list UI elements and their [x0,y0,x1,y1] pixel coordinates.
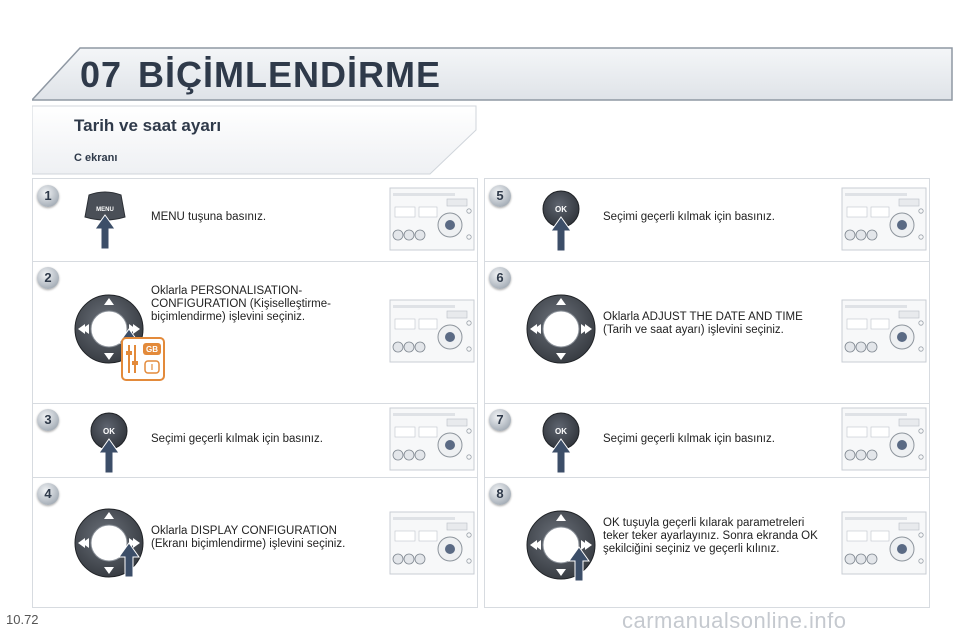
step-number-badge: 6 [489,267,511,289]
step-text: MENU tuşuna basınız. [151,211,267,223]
car-radio-icon [841,187,927,251]
step-text: Seçimi geçerli kılmak için basınız. [603,211,775,223]
step-5: 5 Seçimi geçerli kılmak için basınız. [485,179,929,262]
ok-button-icon [90,412,128,474]
step-number-badge: 1 [37,185,59,207]
car-radio-icon [389,511,475,575]
menu-key-label: MENU [96,207,114,213]
ok-key-label: OK [557,544,567,550]
car-radio-icon [389,187,475,251]
car-radio-icon [389,407,475,471]
equalizer-settings-icon: GB I [121,337,165,381]
chapter-title: BİÇİMLENDİRME [138,54,441,95]
menu-button-icon: MENU [84,191,126,250]
step-8: 8 OK OK tuşuyla geçerli kılarak parametr… [485,477,929,607]
step-7: 7 Seçimi geçerli kılmak için basınız. [485,403,929,478]
header-band [32,47,953,101]
step-text: Oklarla DISPLAY CONFIGURATION (Ekranı bi… [151,525,346,550]
step-1: 1 MENU MENU tuşuna basınız. [33,179,477,262]
step-number-badge: 3 [37,409,59,431]
direction-pad-icon: OK [526,510,596,582]
car-radio-icon [841,407,927,471]
eq-bottom-label: I [151,363,153,372]
step-6: 6 Oklarla ADJUST THE DATE AND TIME (Tari… [485,261,929,404]
ok-button-icon [542,190,580,252]
car-radio-icon [841,299,927,363]
subheader-panel [32,105,477,175]
chapter-number: 07 [80,54,123,95]
car-radio-icon [389,299,475,363]
step-number-badge: 2 [37,267,59,289]
step-text: OK tuşuyla geçerli kılarak parametreleri… [603,517,818,555]
watermark: carmanualsonline.info [622,608,847,633]
direction-pad-icon [74,508,144,578]
screen-label: C ekranı [74,152,118,164]
page-number: 10.72 [6,612,39,627]
step-text: Oklarla PERSONALISATION-CONFIGURATION (K… [151,285,331,323]
step-number-badge: 4 [37,483,59,505]
step-4: 4 Oklarla DISPLAY CONFIGURATION (Ekranı … [33,477,477,607]
ok-button-icon [542,412,580,474]
step-number-badge: 8 [489,483,511,505]
steps-column-right: 5 Seçimi geçerli kılmak için basınız. 6 … [484,178,930,608]
direction-pad-icon [526,294,596,364]
press-arrow-icon [568,546,590,582]
step-number-badge: 5 [489,185,511,207]
step-number-badge: 7 [489,409,511,431]
step-text: Seçimi geçerli kılmak için basınız. [603,433,775,445]
step-3: 3 Seçimi geçerli kılmak için basınız. [33,403,477,478]
step-2: 2 Oklarla PERSONALISATION-CONFIGURATION … [33,261,477,404]
steps-column-left: 1 MENU MENU tuşuna basınız. 2 Oklarla PE… [32,178,478,608]
step-text: Oklarla ADJUST THE DATE AND TIME (Tarih … [603,311,803,336]
section-title: Tarih ve saat ayarı [74,116,222,135]
press-arrow-icon [118,542,140,578]
car-radio-icon [841,511,927,575]
eq-top-label: GB [146,345,158,354]
step-text: Seçimi geçerli kılmak için basınız. [151,433,323,445]
